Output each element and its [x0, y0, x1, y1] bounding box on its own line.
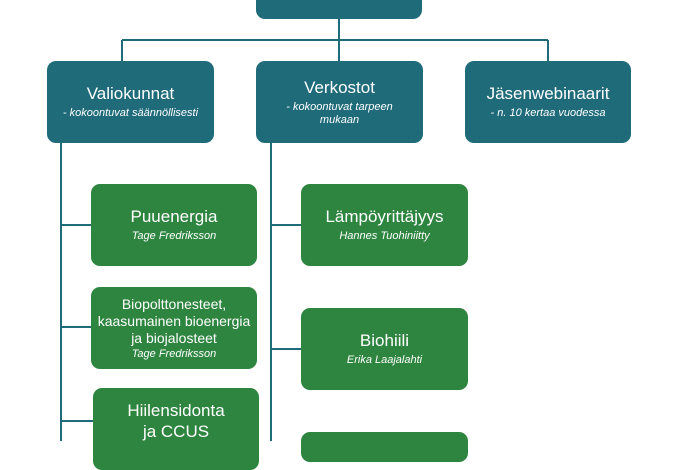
valiokunnat-title: Valiokunnat	[86, 84, 175, 103]
valiokunnat-subtitle: - kokoontuvat säännöllisesti	[62, 107, 199, 119]
biopolttonesteet-box: Biopolttonesteet, kaasumainen bioenergia…	[91, 287, 257, 369]
lampoyrittajyys-box: Lämpöyrittäjyys Hannes Tuohiniitty	[301, 184, 468, 266]
biohiili-box: Biohiili Erika Laajalahti	[301, 308, 468, 390]
hiilensidonta-title: Hiilensidonta ja CCUS	[127, 401, 225, 441]
root-box	[256, 0, 422, 19]
hiilensidonta-box: Hiilensidonta ja CCUS	[93, 388, 259, 470]
lampoyrittajyys-person: Hannes Tuohiniitty	[339, 230, 430, 242]
biohiili-title: Biohiili	[359, 331, 410, 350]
lampoyrittajyys-title: Lämpöyrittäjyys	[325, 207, 444, 226]
biopolttonesteet-title: Biopolttonesteet, kaasumainen bioenergia…	[97, 295, 251, 346]
puuenergia-person: Tage Fredriksson	[131, 230, 217, 242]
jasenwebinaarit-box: Jäsenwebinaarit - n. 10 kertaa vuodessa	[465, 61, 631, 143]
jasenwebinaarit-subtitle: - n. 10 kertaa vuodessa	[490, 107, 606, 119]
verkostot-box: Verkostot - kokoontuvat tarpeen mukaan	[256, 61, 423, 143]
biohiili-person: Erika Laajalahti	[346, 354, 423, 366]
connector-lines	[60, 18, 549, 441]
verkostot-next-box	[301, 432, 468, 462]
verkostot-subtitle: - kokoontuvat tarpeen mukaan	[286, 100, 393, 126]
puuenergia-box: Puuenergia Tage Fredriksson	[91, 184, 257, 266]
biopolttonesteet-person: Tage Fredriksson	[131, 347, 217, 360]
verkostot-title: Verkostot	[304, 77, 375, 97]
puuenergia-title: Puuenergia	[130, 207, 218, 226]
valiokunnat-box: Valiokunnat - kokoontuvat säännöllisesti	[47, 61, 214, 143]
jasenwebinaarit-title: Jäsenwebinaarit	[486, 84, 610, 103]
